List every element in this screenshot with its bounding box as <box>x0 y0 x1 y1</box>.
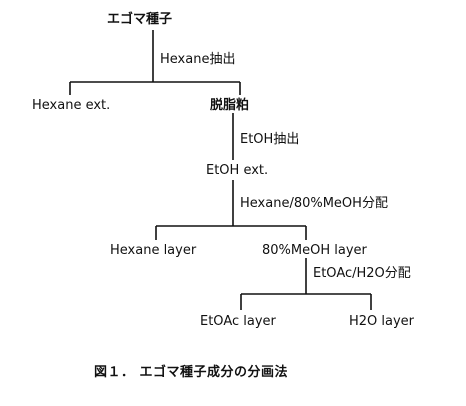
root-node: エゴマ種子 <box>107 12 173 27</box>
step-etoh-extraction: EtOH抽出 <box>240 132 300 147</box>
node-hexane-ext: Hexane ext. <box>32 98 111 113</box>
step-partition-hexane-meoh: Hexane/80%MeOH分配 <box>240 196 388 211</box>
step-hexane-extraction: Hexane抽出 <box>160 52 236 67</box>
node-meoh-layer: 80%MeOH layer <box>262 243 367 258</box>
node-residue: 脱脂粕 <box>210 98 250 113</box>
step-partition-etoac-h2o: EtOAc/H2O分配 <box>313 266 411 281</box>
node-etoh-ext: EtOH ext. <box>206 163 269 178</box>
node-h2o-layer: H2O layer <box>349 314 415 329</box>
node-etoac-layer: EtOAc layer <box>200 314 276 329</box>
node-hexane-layer: Hexane layer <box>110 243 197 258</box>
figure-caption: 図１． エゴマ種子成分の分画法 <box>94 365 289 380</box>
